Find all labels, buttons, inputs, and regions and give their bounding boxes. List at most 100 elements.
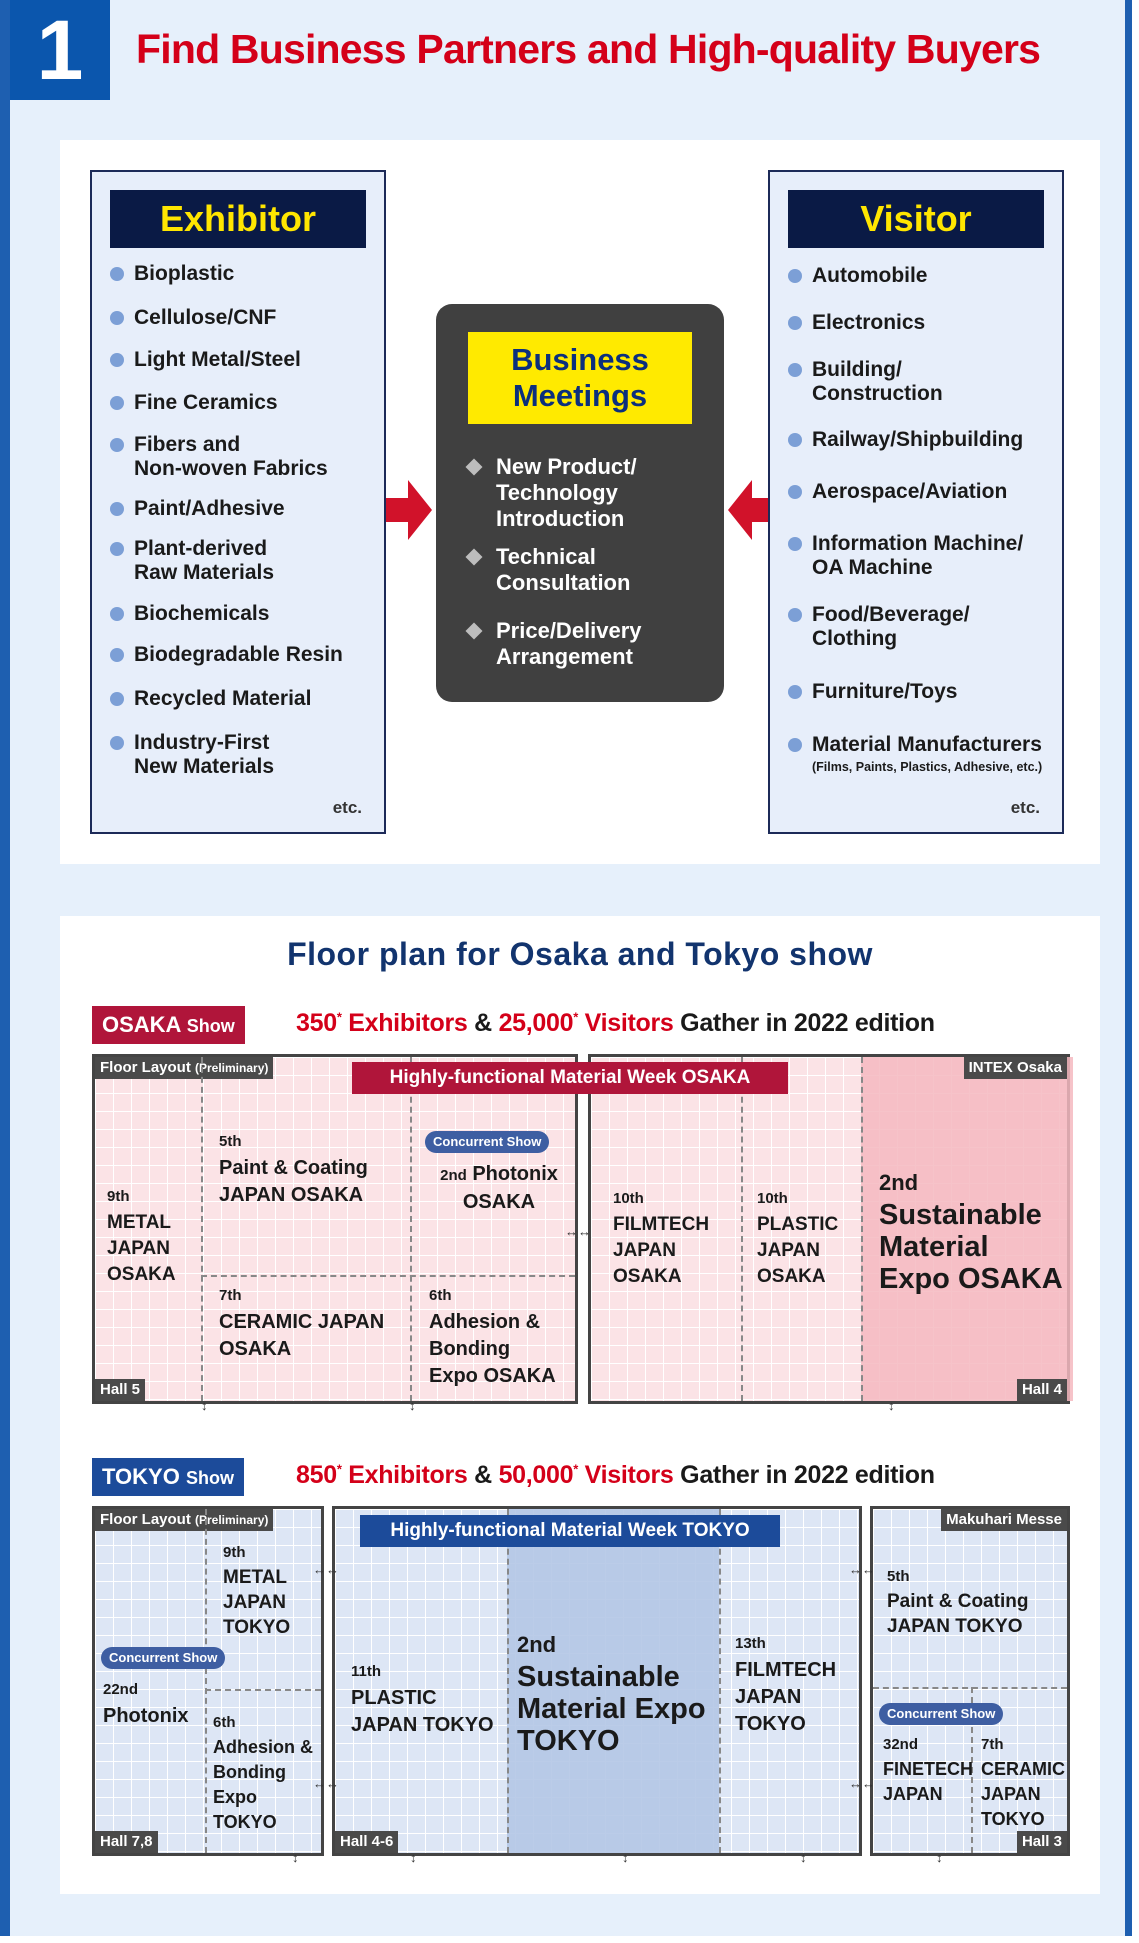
section-title: Find Business Partners and High-quality … [136, 26, 1041, 72]
list-item: Paint/Adhesive [110, 497, 378, 521]
floorplan-title: Floor plan for Osaka and Tokyo show [287, 936, 873, 972]
list-item: Light Metal/Steel [110, 348, 378, 372]
floor-layout-label: Floor Layout (Preliminary) [95, 1057, 274, 1079]
booth-metal-japan-osaka: 9th METAL JAPAN OSAKA [107, 1188, 176, 1285]
divider [201, 1275, 575, 1277]
concurrent-show-badge: Concurrent Show [101, 1647, 226, 1669]
list-item: Material Manufacturers(Films, Paints, Pl… [788, 733, 1056, 777]
bullet-icon [110, 542, 124, 556]
divider [719, 1509, 721, 1853]
list-item: Automobile [788, 264, 1056, 288]
connector-icon: ↕ [936, 1850, 943, 1865]
visitor-title: Visitor [788, 190, 1044, 248]
connector-icon: ↔↔ [313, 1776, 339, 1791]
sustainable-zone [861, 1057, 1073, 1401]
content-area: 1 Find Business Partners and High-qualit… [10, 0, 1125, 1936]
bullet-icon [788, 269, 802, 283]
connector-icon: ↕ [888, 1398, 895, 1413]
tokyo-hall-3: Makuhari Messe 5th Paint & Coating JAPAN… [870, 1506, 1070, 1856]
bullet-icon [110, 353, 124, 367]
divider [741, 1057, 743, 1401]
bullet-icon [788, 363, 802, 377]
connector-icon: ↕ [800, 1850, 807, 1865]
hall-label: Hall 4-6 [335, 1831, 399, 1853]
bullet-icon [110, 267, 124, 281]
exhibitor-title: Exhibitor [110, 190, 366, 248]
bullet-icon [788, 485, 802, 499]
meeting-item: Price/Delivery Arrangement [465, 618, 642, 670]
tokyo-show-tag: TOKYO Show [92, 1458, 244, 1496]
list-item: Fibers and Non-woven Fabrics [110, 433, 378, 481]
bullet-icon [788, 608, 802, 622]
list-item: Biochemicals [110, 602, 378, 626]
booth-sustainable-material-osaka: 2nd Sustainable Material Expo OSAKA [879, 1170, 1063, 1295]
hall-label: Hall 7,8 [95, 1831, 158, 1853]
bullet-icon [110, 648, 124, 662]
booth-finetech-japan: 32nd FINETECH JAPAN [883, 1736, 973, 1804]
visitor-box: Visitor Automobile Electronics Building/… [768, 170, 1064, 834]
diamond-icon [465, 622, 483, 640]
bullet-icon [110, 311, 124, 325]
meetings-title: Business Meetings [468, 332, 692, 424]
osaka-hall-5: Floor Layout (Preliminary) 9th METAL JAP… [92, 1054, 578, 1404]
diamond-icon [465, 548, 483, 566]
hall-label: Hall 5 [95, 1379, 146, 1401]
connector-icon: ↔↔ [849, 1562, 875, 1577]
venue-label: Makuhari Messe [941, 1509, 1067, 1531]
exhibitor-box: Exhibitor Bioplastic Cellulose/CNF Light… [90, 170, 386, 834]
booth-filmtech-japan-tokyo: 13th FILMTECH JAPAN TOKYO [735, 1635, 837, 1735]
booth-plastic-japan-osaka: 10th PLASTIC JAPAN OSAKA [757, 1190, 839, 1287]
booth-plastic-japan-tokyo: 11th PLASTIC JAPAN TOKYO [351, 1663, 494, 1736]
list-item: Electronics [788, 311, 1056, 335]
material-note: (Films, Paints, Plastics, Adhesive, etc.… [812, 760, 1043, 774]
arrow-left-icon [728, 480, 774, 540]
osaka-hall-4: INTEX Osaka 10th FILMTECH JAPAN OSAKA 10… [588, 1054, 1073, 1404]
bullet-icon [788, 685, 802, 699]
list-item: Information Machine/ OA Machine [788, 532, 1056, 580]
booth-ceramic-japan-tokyo: 7th CERAMIC JAPAN TOKYO [981, 1736, 1065, 1829]
diamond-icon [465, 458, 483, 476]
bullet-icon [788, 738, 802, 752]
meeting-item: New Product/ Technology Introduction [465, 454, 637, 532]
concurrent-show-badge: Concurrent Show [425, 1131, 550, 1153]
list-item: Fine Ceramics [110, 391, 378, 415]
bullet-icon [110, 692, 124, 706]
osaka-show-tag: OSAKA Show [92, 1006, 245, 1044]
tokyo-stats: 850* Exhibitors & 50,000* Visitors Gathe… [296, 1461, 935, 1489]
meeting-item: Technical Consultation [465, 544, 630, 596]
booth-photonix-tokyo: 22nd Photonix [103, 1681, 189, 1727]
divider [201, 1057, 203, 1401]
connector-icon: ↔↔ [849, 1776, 875, 1791]
booth-paint-coating-tokyo: 5th Paint & Coating JAPAN TOKYO [887, 1568, 1029, 1637]
floorplan-panel: Floor plan for Osaka and Tokyo show OSAK… [60, 916, 1100, 1894]
connector-icon: ↕ [410, 1850, 417, 1865]
business-matching-panel: Exhibitor Bioplastic Cellulose/CNF Light… [60, 140, 1100, 864]
booth-ceramic-japan-osaka: 7th CERAMIC JAPAN OSAKA [219, 1287, 385, 1360]
tokyo-hall-4-6: 11th PLASTIC JAPAN TOKYO 2nd Sustainable… [332, 1506, 862, 1856]
list-item: Industry-First New Materials [110, 731, 378, 779]
bullet-icon [110, 396, 124, 410]
divider [873, 1687, 1067, 1689]
bullet-icon [110, 607, 124, 621]
bullet-icon [788, 316, 802, 330]
connector-icon: ↕ [201, 1398, 208, 1413]
list-item: Bioplastic [110, 262, 378, 286]
hall-label: Hall 3 [1016, 1831, 1067, 1853]
osaka-stats: 350* Exhibitors & 25,000* Visitors Gathe… [296, 1009, 935, 1037]
booth-photonix-osaka: 2nd Photonix OSAKA [440, 1163, 558, 1213]
list-item: Railway/Shipbuilding [788, 428, 1056, 452]
list-item: Cellulose/CNF [110, 306, 378, 330]
connector-icon: ↕ [292, 1850, 299, 1865]
connector-icon: ↔↔ [313, 1562, 339, 1577]
list-item: Aerospace/Aviation [788, 480, 1056, 504]
booth-metal-japan-tokyo: 9th METAL JAPAN TOKYO [223, 1544, 291, 1638]
bullet-icon [110, 438, 124, 452]
tokyo-banner: Highly-functional Material Week TOKYO [360, 1515, 780, 1547]
list-item: Building/ Construction [788, 358, 1056, 406]
bullet-icon [110, 502, 124, 516]
bullet-icon [788, 537, 802, 551]
business-meetings-box: Business Meetings New Product/ Technolog… [436, 304, 724, 702]
sustainable-zone [507, 1509, 719, 1853]
arrow-right-icon [386, 480, 432, 540]
